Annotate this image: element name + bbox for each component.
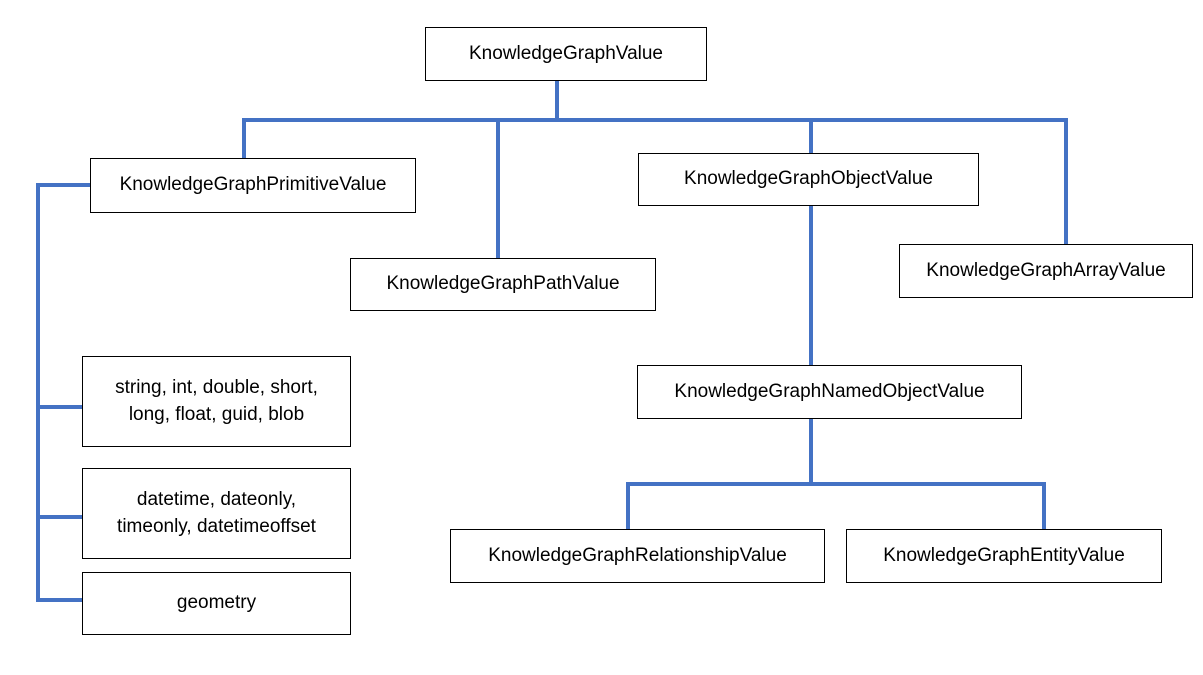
node-entity-value: KnowledgeGraphEntityValue (846, 529, 1162, 583)
node-named-object-value: KnowledgeGraphNamedObjectValue (637, 365, 1022, 419)
node-primitive-types-temporal: datetime, dateonly, timeonly, datetimeof… (82, 468, 351, 559)
node-primitive-types-numeric: string, int, double, short, long, float,… (82, 356, 351, 447)
node-array-value: KnowledgeGraphArrayValue (899, 244, 1193, 298)
node-object-value: KnowledgeGraphObjectValue (638, 153, 979, 206)
node-primitive-value: KnowledgeGraphPrimitiveValue (90, 158, 416, 213)
node-knowledge-graph-value: KnowledgeGraphValue (425, 27, 707, 81)
node-relationship-value: KnowledgeGraphRelationshipValue (450, 529, 825, 583)
node-primitive-types-geometry: geometry (82, 572, 351, 635)
node-path-value: KnowledgeGraphPathValue (350, 258, 656, 311)
